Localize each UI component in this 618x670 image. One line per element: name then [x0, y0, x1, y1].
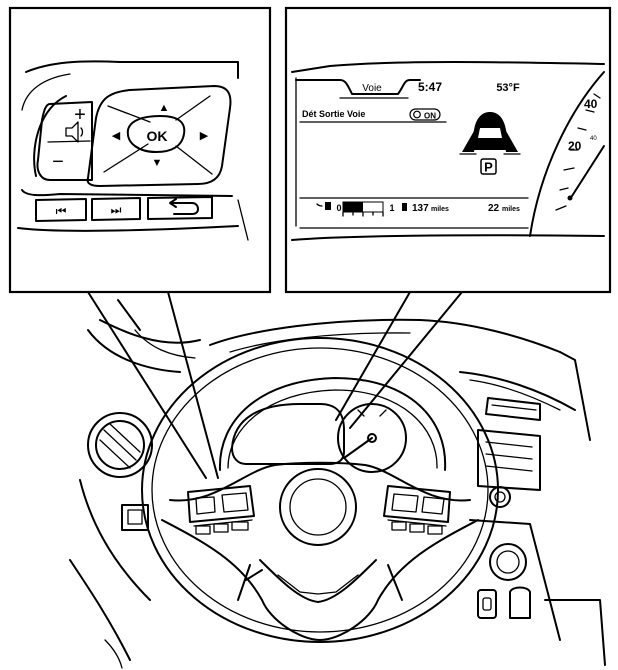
down-arrow-icon[interactable]: ▼: [152, 157, 163, 169]
speed-20-label: 20: [568, 139, 582, 153]
back-icon: [169, 198, 199, 215]
steering-switch-panel: + − OK ▲ ▼ ◀ ▶ ⏮ ⏭: [8, 6, 272, 294]
speedometer: 40 20 40: [529, 71, 605, 237]
range-fuel-icon: [402, 203, 407, 211]
fuel-full-label: 1: [389, 203, 394, 213]
ok-button[interactable]: OK: [147, 128, 168, 144]
back-button[interactable]: [147, 196, 213, 220]
dashboard-illustration: [69, 299, 606, 669]
d-pad: OK ▲ ▼ ◀ ▶: [86, 85, 232, 187]
setting-label: Dét Sortie Voie: [302, 109, 365, 119]
menu-label: Voie: [362, 83, 382, 94]
trip-unit: miles: [502, 206, 520, 213]
next-track-button[interactable]: ⏭: [91, 197, 141, 221]
speed-small-40-label: 40: [590, 136, 597, 142]
previous-track-icon: ⏮: [56, 204, 67, 218]
up-arrow-icon[interactable]: ▲: [159, 102, 170, 114]
trip-value: 22: [488, 203, 500, 214]
left-arrow-icon[interactable]: ◀: [112, 130, 121, 142]
volume-down-label: −: [52, 151, 64, 173]
next-track-icon: ⏭: [111, 203, 122, 217]
leader-lines: [87, 291, 463, 479]
meter-display-panel: Voie 5:47 53°F Dét Sortie Voie ON P 0: [284, 6, 612, 294]
range-value: 137: [412, 203, 429, 214]
setting-value: ON: [424, 112, 436, 121]
outside-temperature: 53°F: [496, 82, 520, 94]
volume-up-label: +: [74, 104, 86, 126]
right-arrow-icon[interactable]: ▶: [200, 130, 209, 142]
range-unit: miles: [431, 206, 449, 213]
previous-track-button[interactable]: ⏮: [35, 198, 87, 222]
fuel-gauge: [342, 201, 384, 217]
setting-toggle[interactable]: ON: [409, 108, 441, 121]
fuel-empty-label: 0: [336, 203, 341, 213]
speed-40-label: 40: [584, 97, 598, 111]
clock: 5:47: [418, 80, 442, 94]
car-top-icon: [459, 112, 521, 155]
gear-indicator: P: [484, 160, 493, 175]
speaker-icon: [65, 121, 84, 143]
fuel-pump-icon: [316, 202, 331, 210]
